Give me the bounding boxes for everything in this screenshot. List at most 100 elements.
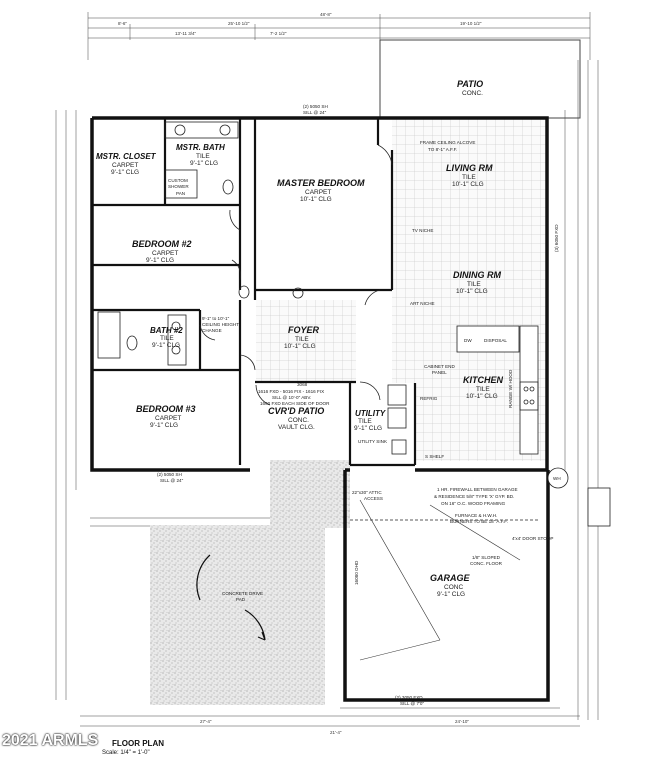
garage-sub1: CONC <box>444 584 463 591</box>
toilet-bath2 <box>126 335 138 351</box>
range-burner-1 <box>523 386 529 392</box>
note-frame-ceiling-2: TO 8'-1" A.F.F. <box>428 147 457 152</box>
note-shelf: S SHELF <box>425 454 444 459</box>
note-furnace-1: FURNACE & H.W.H. <box>455 513 497 518</box>
note-door-stoop: 4'x4' DOOR STOOP <box>512 536 554 541</box>
room-labels: PATIO CONC. MSTR. CLOSET CARPET 9'-1" CL… <box>96 79 503 598</box>
sink-mstr-2 <box>219 124 231 136</box>
master-bedroom-label: MASTER BEDROOM <box>277 178 365 188</box>
bedroom3-sub2: 9'-1" CLG <box>150 422 178 429</box>
patio-label: PATIO <box>457 79 483 89</box>
master-bedroom-sub1: CARPET <box>305 189 331 196</box>
foyer-label: FOYER <box>288 325 320 335</box>
dim-bot-left: 27'-4" <box>200 719 212 724</box>
bedroom3-sub1: CARPET <box>155 415 181 422</box>
note-art-niche: ART NICHE <box>410 301 435 306</box>
cvrd-patio-sub1: CONC. <box>288 417 309 424</box>
vanity-bath2 <box>167 314 187 366</box>
toilet-mstr <box>222 179 234 195</box>
plan-notes: FRAME CEILING ALCOVE TO 8'-1" A.F.F. TV … <box>157 104 561 706</box>
kitchen-island <box>456 325 520 353</box>
note-window-bed3-2: SILL @ 24" <box>160 478 184 483</box>
kitchen-sub1: TILE <box>476 386 490 393</box>
note-range: RANGE W/ HOOD <box>508 369 513 408</box>
note-utility-sink: UTILITY SINK <box>358 439 388 444</box>
utility-sink <box>391 439 407 455</box>
mstr-bath-sub2: 9'-1" CLG <box>190 160 218 167</box>
cvrd-patio-label: CVR'D PATIO <box>268 406 324 416</box>
utility-sub2: 9'-1" CLG <box>354 425 382 432</box>
bath2-sub1: TILE <box>160 335 174 342</box>
note-firewall-3: ON 16" O.C. WOOD FRAMING <box>441 501 506 506</box>
note-garage-win: (2) 3050 FXD <box>395 695 423 700</box>
sink-bath2-1 <box>171 321 181 331</box>
kitchen-counter <box>519 325 539 455</box>
kitchen-label: KITCHEN <box>463 375 503 385</box>
dim-a: 13'-11 3/4" <box>175 31 197 36</box>
mstr-closet-sub1: CARPET <box>112 162 138 169</box>
dim-right-half: 19'-10 1/2" <box>460 21 482 26</box>
outside-box <box>587 487 611 527</box>
note-refrig: REFRIG <box>420 396 438 401</box>
foyer-sub2: 10'-1" CLG <box>284 343 316 350</box>
doors <box>199 144 540 661</box>
water-heater <box>547 467 569 489</box>
mstr-bath-sub1: TILE <box>196 153 210 160</box>
garage-label: GARAGE <box>430 573 470 583</box>
bedroom2-label: BEDROOM #2 <box>132 239 192 249</box>
note-window-top-2: SILL @ 24" <box>303 110 327 115</box>
dining-sub2: 10'-1" CLG <box>456 288 488 295</box>
note-window-bed3: (2) 5050 SH <box>157 472 182 477</box>
note-shower: SHOWER <box>168 184 189 189</box>
note-cvrd-win-4: 3068 <box>297 382 308 387</box>
mstr-bath-label: MSTR. BATH <box>176 143 225 152</box>
plan-title: FLOOR PLAN <box>112 739 164 748</box>
note-custom: CUSTOM <box>168 178 188 183</box>
foyer-tile-floor <box>256 300 356 382</box>
powder-sink <box>292 287 304 299</box>
dim-b: 7'-2 1/2" <box>270 31 287 36</box>
note-ceiling-change: 9'-1" to 10'-1" <box>202 316 230 321</box>
note-cvrd-win: 1616 FXD - 5016 FIX - 1616 FIX <box>258 389 324 394</box>
bath2-sub2: 9'-1" CLG <box>152 342 180 349</box>
dimension-labels: 48'-8" 25'-10 1/2" 19'-10 1/2" 13'-11 3/… <box>118 12 482 735</box>
fixtures <box>97 121 611 527</box>
dining-label: DINING RM <box>453 270 502 280</box>
bedroom2-sub1: CARPET <box>152 250 178 257</box>
living-label: LIVING RM <box>446 163 493 173</box>
note-firewall-1: 1 HR. FIREWALL BETWEEN GARAGE <box>437 487 518 492</box>
note-garage-door: 16080 OHD <box>354 560 359 585</box>
plan-scale: Scale: 1/4" = 1'-0" <box>102 750 150 756</box>
dim-left-half: 25'-10 1/2" <box>228 21 250 26</box>
note-frame-ceiling: FRAME CEILING ALCOVE <box>420 140 475 145</box>
cvrd-patio-sub2: VAULT CLG. <box>278 424 315 431</box>
garage-sub2: 9'-1" CLG <box>437 591 465 598</box>
note-drive: CONCRETE DRIVE <box>222 591 263 596</box>
watermark: 2021 ARMLS <box>2 732 99 749</box>
living-sub1: TILE <box>462 174 476 181</box>
note-drive-2: PAD <box>236 597 246 602</box>
interior-walls <box>92 116 417 467</box>
note-dw: DW <box>464 338 472 343</box>
note-slope-1: 1/8" SLOPED <box>472 555 501 560</box>
note-tv-niche: TV NICHE <box>412 228 433 233</box>
note-cabinet-end-2: PANEL <box>432 370 447 375</box>
master-bedroom-sub2: 10'-1" CLG <box>300 196 332 203</box>
note-attic: 22"x30" ATTIC <box>352 490 382 495</box>
concrete-drive <box>150 525 325 705</box>
dryer <box>387 407 407 429</box>
note-window-top: (2) 5050 SH <box>303 104 328 109</box>
dim-c: 8'-6" <box>118 21 127 26</box>
walkway <box>270 460 350 528</box>
note-ceiling-change-3: CHANGE <box>202 328 222 333</box>
note-attic-2: ACCESS <box>364 496 383 501</box>
mstr-closet-label: MSTR. CLOSET <box>96 152 157 161</box>
dining-sub1: TILE <box>467 281 481 288</box>
note-slope-2: CONC. FLOOR <box>470 561 503 566</box>
drive-arrows <box>196 554 266 641</box>
washer <box>387 384 407 406</box>
note-garage-win-2: SILL @ 7'0" <box>400 701 424 706</box>
foyer-sub1: TILE <box>295 336 309 343</box>
patio-sub: CONC. <box>462 90 483 97</box>
